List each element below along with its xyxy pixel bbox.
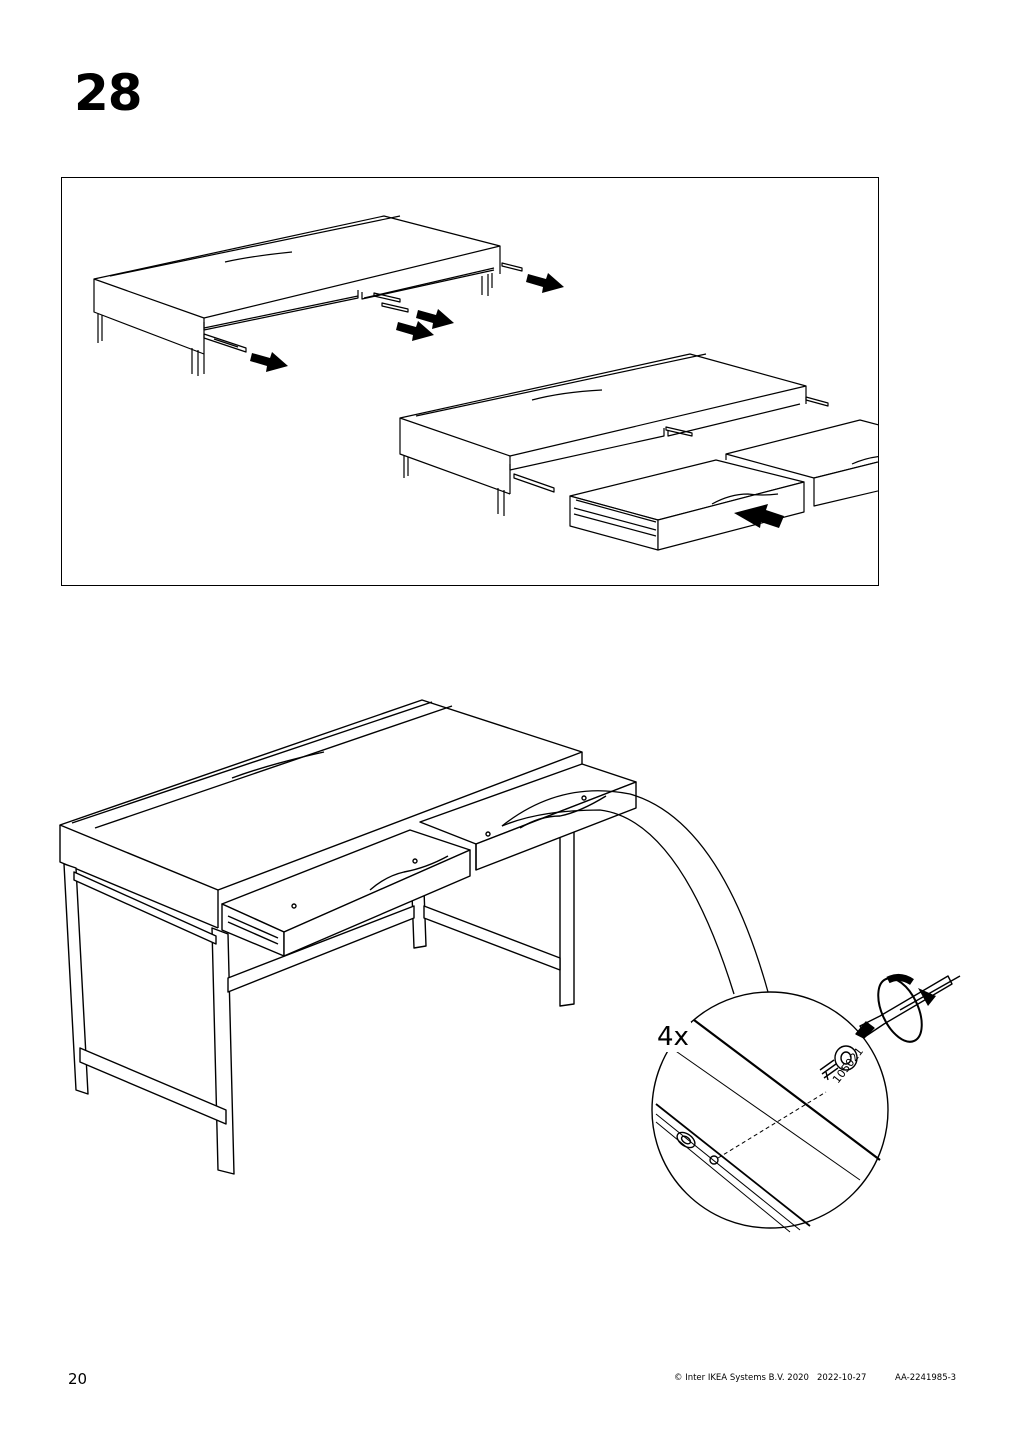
detail-magnifier <box>651 991 889 1229</box>
drawer-left <box>569 459 805 551</box>
quantity-label: 4x <box>655 1022 691 1052</box>
desk-assembly-illustration <box>0 640 1012 1260</box>
push-arrow-icon <box>416 309 454 329</box>
document-date: 2022-10-27 <box>817 1373 867 1383</box>
desk-drawing <box>59 699 961 1233</box>
drawer-right-open <box>419 763 637 871</box>
copyright-notice: © Inter IKEA Systems B.V. 2020 <box>674 1373 809 1383</box>
push-arrow-icon <box>734 504 784 528</box>
page-number: 20 <box>68 1370 88 1388</box>
clockwise-rotation-icon <box>877 973 936 1043</box>
drawer-slide-panel <box>61 177 879 586</box>
step-number: 28 <box>74 64 143 122</box>
document-id: AA-2241985-3 <box>895 1373 957 1383</box>
push-arrow-icon <box>526 273 564 293</box>
push-arrow-icon <box>396 321 434 341</box>
desk-frame-upper <box>93 215 523 376</box>
drawer-side-closeup <box>655 1019 881 1233</box>
desk-legs <box>63 827 575 1175</box>
desk-frame-lower <box>399 353 829 516</box>
screw-icon <box>819 1045 858 1081</box>
drawer-slide-illustration <box>93 215 878 551</box>
drawer-right <box>725 419 878 507</box>
phillips-screwdriver-icon <box>855 975 961 1039</box>
callout-pointer <box>501 790 769 993</box>
push-arrow-icon <box>250 352 288 372</box>
drawer-left-open <box>221 829 471 957</box>
